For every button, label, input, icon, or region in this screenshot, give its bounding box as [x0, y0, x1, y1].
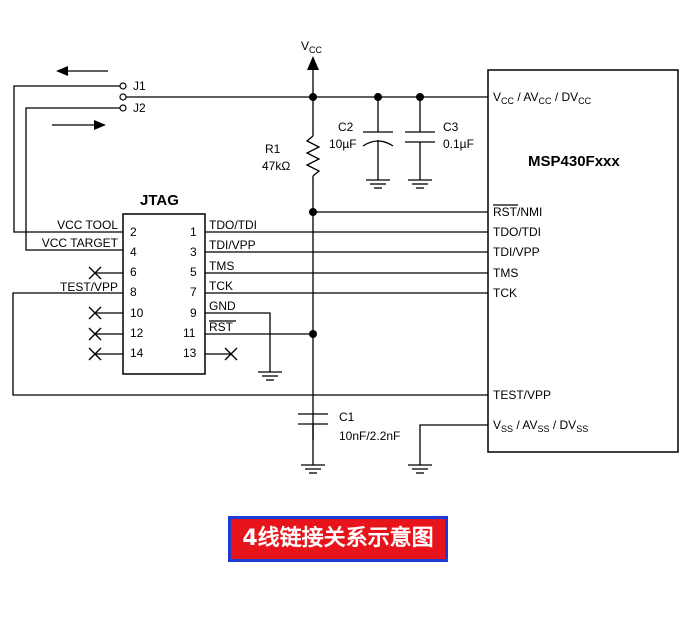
- jtag-tck: TCK: [209, 279, 233, 293]
- vcc-target-wire: [25, 107, 125, 251]
- jtag-pin-6: 6: [130, 265, 137, 279]
- jtag-tdi-vpp: TDI/VPP: [209, 238, 256, 252]
- r1-value: 47kΩ: [262, 159, 290, 173]
- vcc-tool-wire: [13, 85, 125, 233]
- c1-value: 10nF/2.2nF: [339, 429, 400, 443]
- j1-contact: [119, 82, 127, 90]
- left-arrow-icon: [56, 66, 108, 76]
- no-connect-marks: [88, 266, 238, 361]
- jtag-pin-8: 8: [130, 285, 137, 299]
- svg-text:VCC: VCC: [301, 39, 323, 55]
- resistor-r1: R1 47kΩ: [262, 135, 321, 177]
- j2-label: J2: [133, 101, 146, 115]
- capacitor-c2: C2 10µF: [329, 97, 394, 189]
- jtag-gnd-net: GND: [205, 299, 282, 381]
- r1-name: R1: [265, 142, 281, 156]
- jtag-tdo-tdi: TDO/TDI: [209, 218, 257, 232]
- mcu-pin-vss: VSS / AVSS / DVSS: [493, 418, 588, 434]
- j2-contact: [119, 104, 127, 112]
- jtag-pin-4: 4: [130, 245, 137, 259]
- jtag-rst-net: RST: [205, 320, 313, 335]
- mcu-pin-tms: TMS: [493, 266, 518, 280]
- jtag-pin-5: 5: [190, 265, 197, 279]
- jtag-rst-label: RST: [209, 320, 234, 334]
- jtag-pin-1: 1: [190, 225, 197, 239]
- jtag-pin-12: 12: [130, 326, 144, 340]
- mcu-pin-tck: TCK: [493, 286, 517, 300]
- jtag-connector: JTAG 2 4 6 8 10 12 14 1 3 5 7 9 11 13 VC…: [42, 192, 206, 375]
- mcu-block: MSP430Fxxx VCC / AVCC / DVCC RST/NMI TDO…: [487, 69, 679, 453]
- mcu-pin-tdo-tdi: TDO/TDI: [493, 225, 541, 239]
- junction-dots: [309, 93, 424, 338]
- jtag-pin-3: 3: [190, 245, 197, 259]
- jtag-title: JTAG: [140, 192, 179, 209]
- diagram-caption: 4线链接关系示意图: [228, 516, 448, 562]
- jtag-pin-2: 2: [130, 225, 137, 239]
- vcc-tool-label: VCC TOOL: [57, 218, 118, 232]
- jtag-test-vpp-label: TEST/VPP: [60, 280, 118, 294]
- jtag-pin-13: 13: [183, 346, 197, 360]
- vss-ground-net: [408, 424, 488, 474]
- mcu-pin-tdi-vpp: TDI/VPP: [493, 245, 540, 259]
- vcc-supply: VCC: [301, 39, 323, 440]
- jumper-block: J1 J2: [13, 66, 146, 251]
- mcu-pin-vcc: VCC / AVCC / DVCC: [493, 90, 592, 106]
- jtag-signal-wires: TDO/TDI TDI/VPP TMS TCK: [205, 218, 488, 294]
- right-arrow-icon: [52, 120, 106, 130]
- j1-label: J1: [133, 79, 146, 93]
- capacitor-c1: C1 10nF/2.2nF: [298, 410, 400, 474]
- jtag-pin-11: 11: [183, 326, 196, 340]
- jumper-common-contact: [119, 93, 127, 101]
- mcu-pin-rst-nmi: RST/NMI: [493, 205, 542, 219]
- c2-value: 10µF: [329, 137, 357, 151]
- c1-name: C1: [339, 410, 355, 424]
- jtag-pin-14: 14: [130, 346, 144, 360]
- mcu-pin-test-vpp: TEST/VPP: [493, 388, 551, 402]
- jtag-pin-10: 10: [130, 306, 144, 320]
- jtag-pin-9: 9: [190, 306, 197, 320]
- capacitor-c3: C3 0.1µF: [405, 97, 474, 189]
- c2-name: C2: [338, 120, 354, 134]
- jtag-pin-7: 7: [190, 285, 197, 299]
- test-vpp-wire: [12, 292, 488, 396]
- c3-name: C3: [443, 120, 459, 134]
- c3-value: 0.1µF: [443, 137, 474, 151]
- vcc-target-label: VCC TARGET: [42, 236, 119, 250]
- jtag-gnd-label: GND: [209, 299, 236, 313]
- jtag-tms: TMS: [209, 259, 234, 273]
- mcu-title: MSP430Fxxx: [528, 153, 620, 170]
